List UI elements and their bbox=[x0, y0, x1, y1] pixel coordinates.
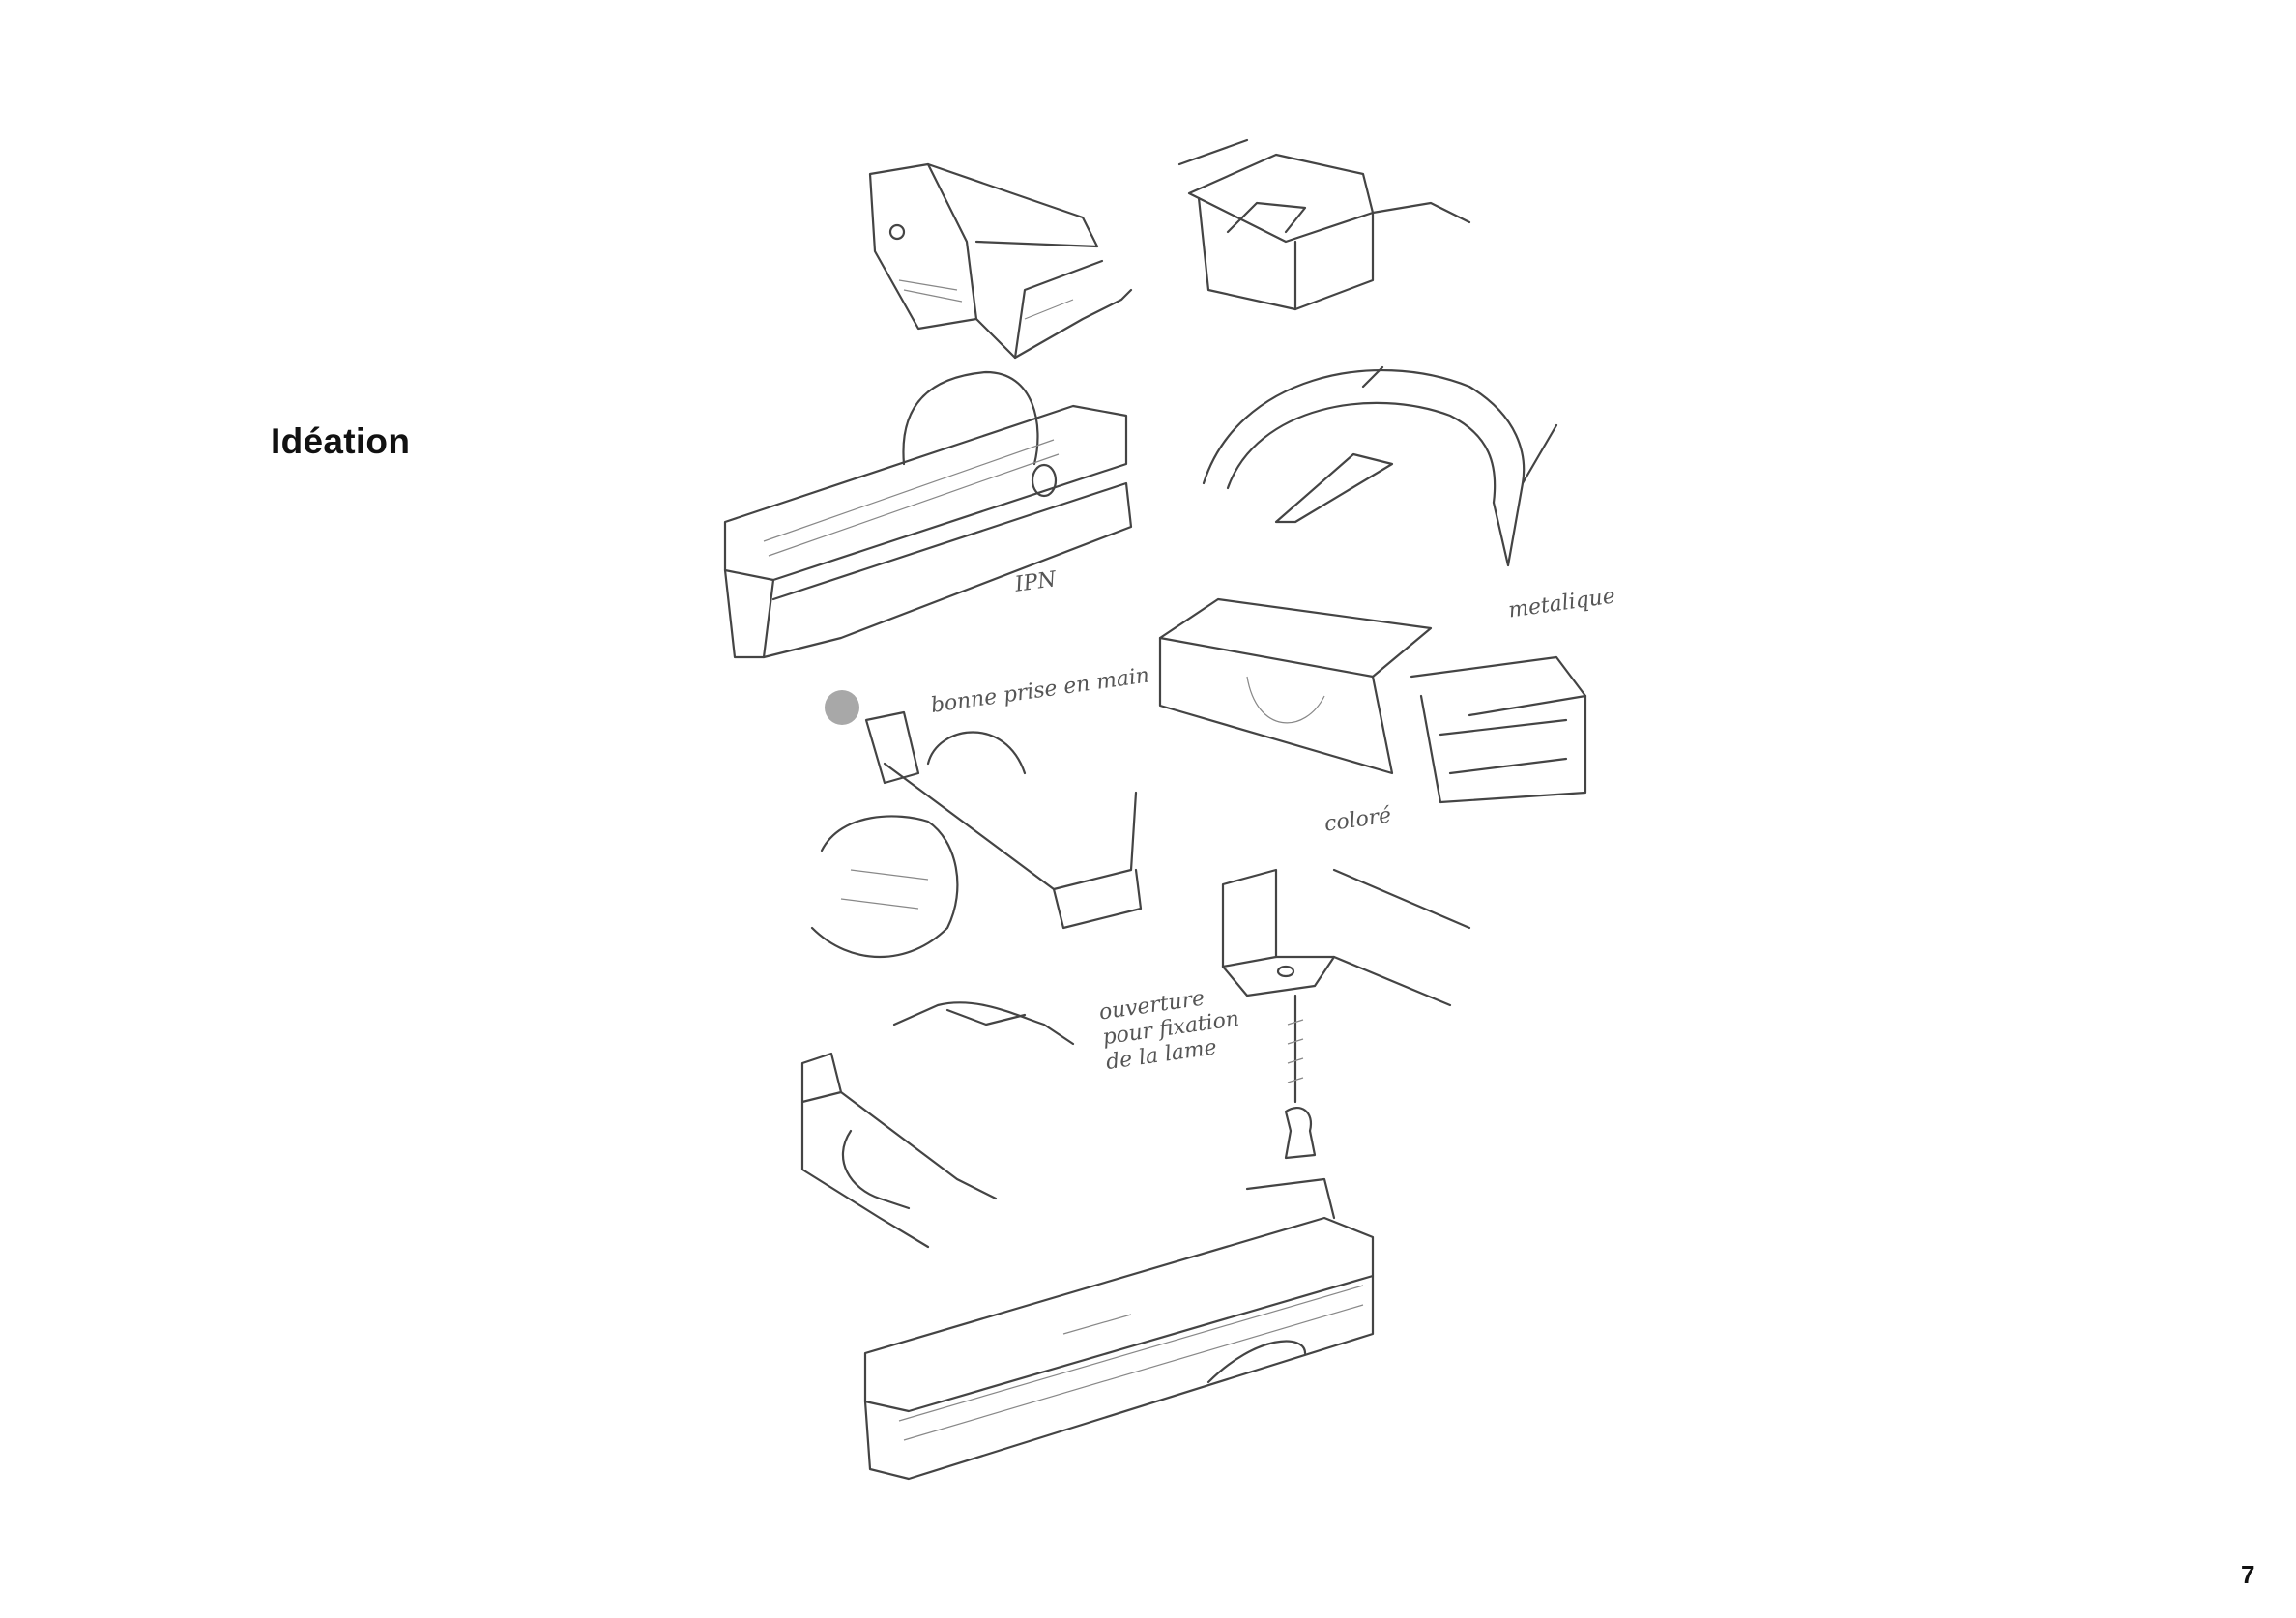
sketch-ipn-dispenser bbox=[723, 370, 1133, 659]
sketch-screw bbox=[1284, 994, 1317, 1160]
sketch-box-dispenser bbox=[1177, 138, 1471, 311]
sketch-colored-box-metal-tube bbox=[1158, 597, 1587, 804]
sketch-hand-held-dispenser bbox=[810, 710, 1143, 959]
sketch-profile bbox=[800, 1052, 998, 1249]
sketch-bracket bbox=[1221, 868, 1471, 1007]
sketch-long-tray bbox=[863, 1177, 1375, 1481]
sketch-curved-plate-dispenser bbox=[868, 162, 1133, 360]
sketch-blade-slot bbox=[892, 1001, 1075, 1046]
page-title: Idéation bbox=[271, 421, 411, 461]
page-number: 7 bbox=[2241, 1560, 2255, 1589]
marker-dot bbox=[825, 690, 859, 725]
sketch-arch-dispenser bbox=[1202, 365, 1558, 567]
